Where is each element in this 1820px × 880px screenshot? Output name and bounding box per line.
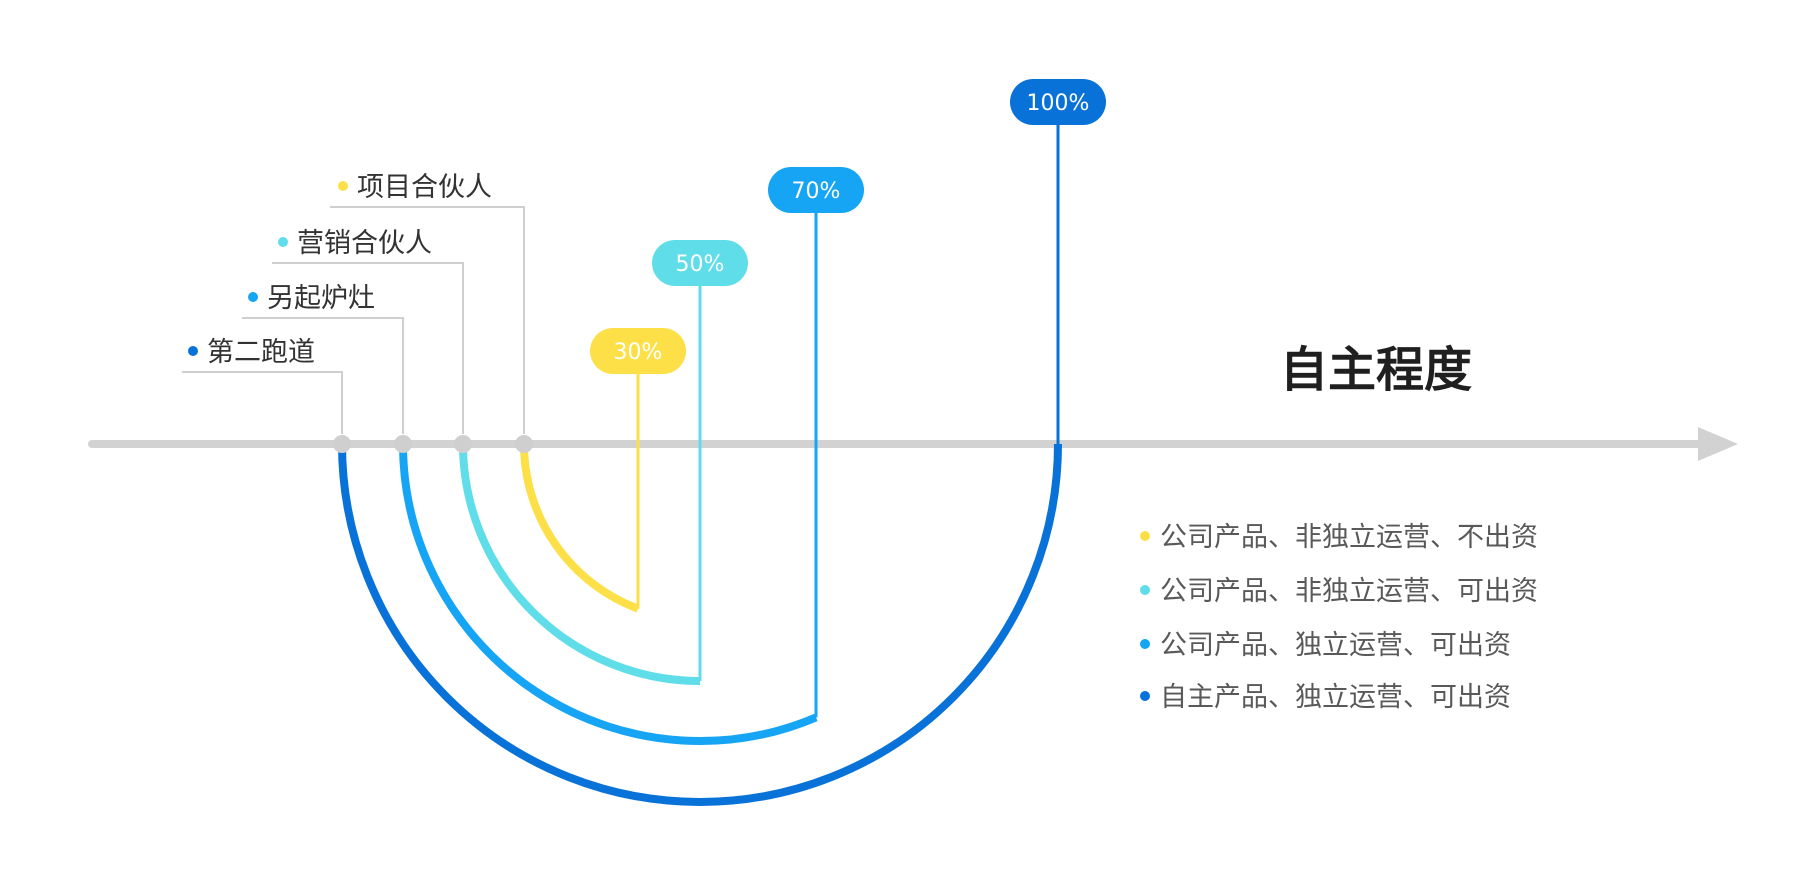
connector-marketing-partner [272, 262, 464, 434]
legend-bullet-second-track [1140, 691, 1150, 701]
label-bullet-project-partner [338, 181, 348, 191]
legend: 公司产品、非独立运营、不出资公司产品、非独立运营、可出资公司产品、独立运营、可出… [1140, 522, 1538, 713]
legend-bullet-project-partner [1140, 531, 1150, 541]
stage-label-second-track: 第二跑道 [207, 337, 315, 368]
label-bullet-marketing-partner [278, 237, 288, 247]
axis-node-second-track [333, 435, 351, 453]
legend-item-second-track: 自主产品、独立运营、可出资 [1160, 682, 1511, 713]
arc-second-track [338, 443, 1062, 806]
percent-pill-new-venture [768, 167, 864, 213]
axis-node-project-partner [515, 435, 533, 453]
legend-item-new-venture: 公司产品、独立运营、可出资 [1160, 630, 1511, 661]
legend-item-marketing-partner: 公司产品、非独立运营、可出资 [1160, 576, 1538, 607]
arc-new-venture [399, 443, 818, 745]
connector-project-partner [330, 206, 525, 434]
connector-second-track [182, 371, 343, 434]
legend-bullet-new-venture [1140, 639, 1150, 649]
autonomy-arcs [338, 122, 1062, 806]
label-bullet-new-venture [248, 292, 258, 302]
label-connectors [182, 206, 533, 453]
arc-project-partner [520, 443, 640, 613]
percent-pill-second-track [1010, 79, 1106, 125]
label-bullet-second-track [188, 346, 198, 356]
percent-label-project-partner: 30% [614, 340, 663, 365]
stage-label-project-partner: 项目合伙人 [357, 172, 492, 203]
stage-label-new-venture: 另起炉灶 [267, 283, 375, 314]
connector-new-venture [242, 317, 404, 434]
percent-label-second-track: 100% [1027, 91, 1090, 116]
stage-label-marketing-partner: 营销合伙人 [297, 228, 432, 259]
axis-node-new-venture [394, 435, 412, 453]
legend-bullet-marketing-partner [1140, 585, 1150, 595]
percent-pills: 30% 50% 70% 100% [590, 79, 1106, 374]
percent-label-new-venture: 70% [792, 179, 841, 204]
axis-title: 自主程度 [1280, 342, 1472, 398]
axis-node-marketing-partner [454, 435, 472, 453]
percent-pill-project-partner [590, 328, 686, 374]
legend-item-project-partner: 公司产品、非独立运营、不出资 [1160, 522, 1538, 553]
percent-label-marketing-partner: 50% [676, 252, 725, 277]
axis-arrowhead [1698, 427, 1738, 461]
arc-marketing-partner [459, 443, 701, 685]
percent-pill-marketing-partner [652, 240, 748, 286]
